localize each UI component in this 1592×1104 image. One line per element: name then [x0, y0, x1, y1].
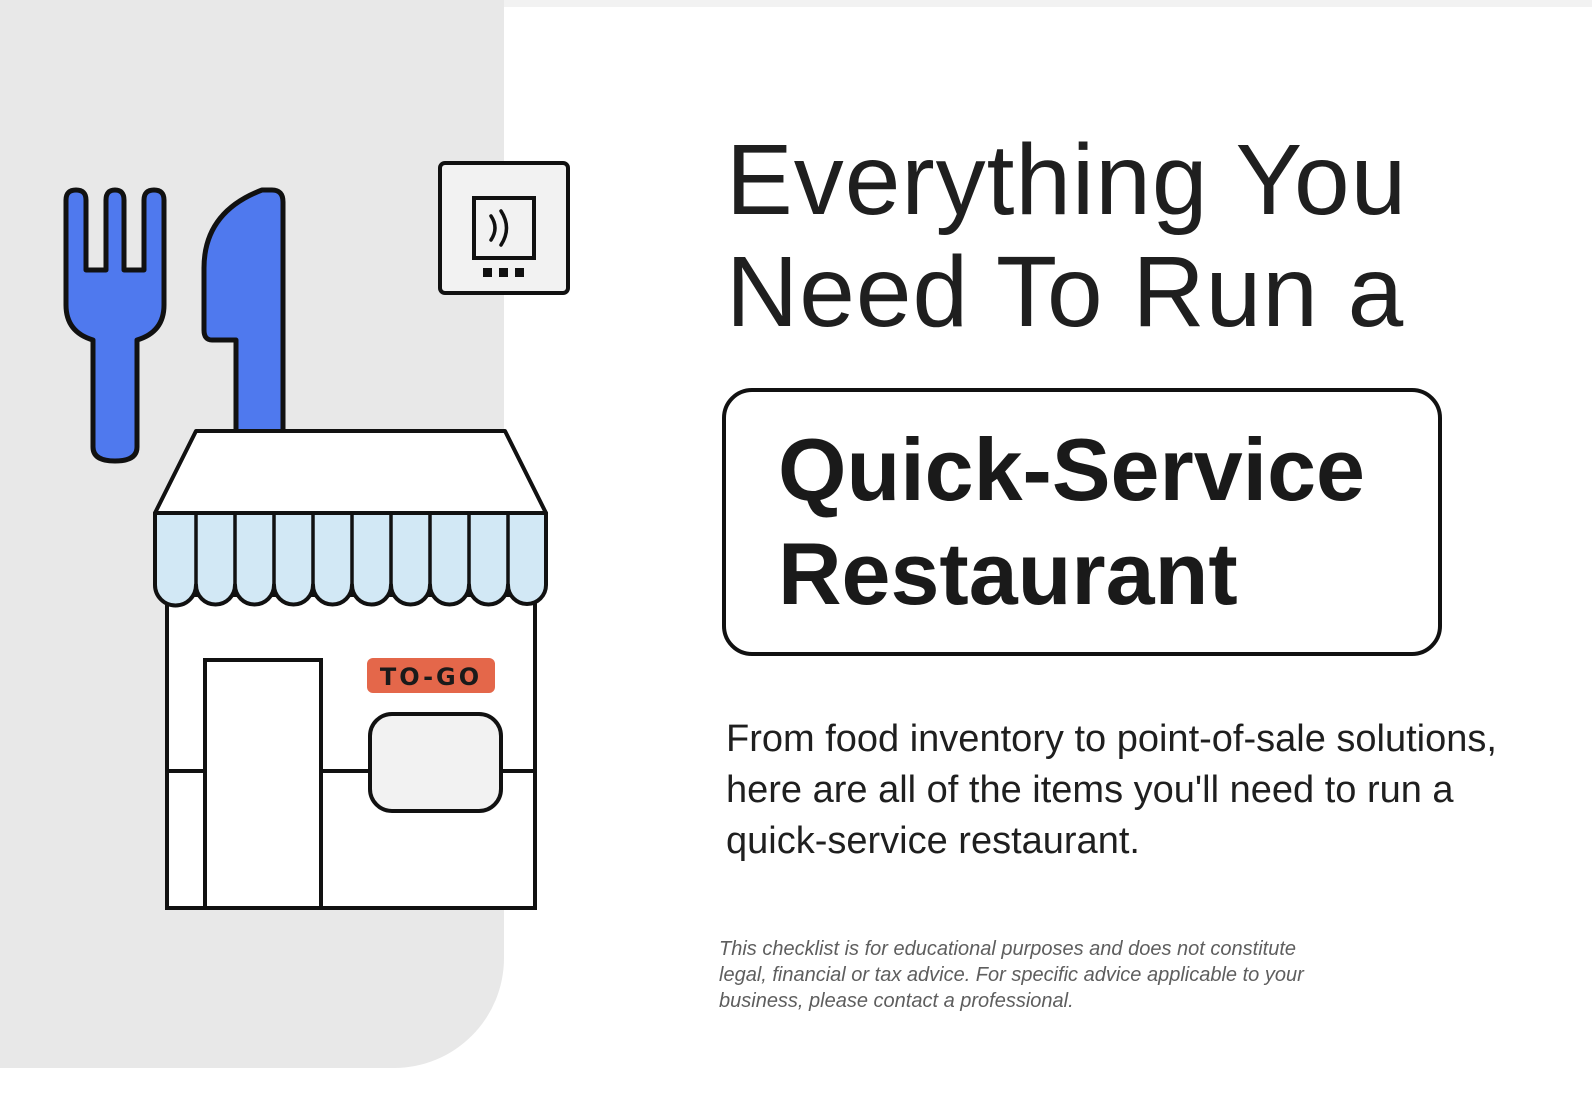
to-go-sign-label: TO-GO — [380, 663, 482, 691]
highlight-line-2: Restaurant — [778, 524, 1238, 623]
restaurant-illustration: TO-GO — [63, 161, 570, 910]
headline-line-2: Need To Run a — [726, 236, 1405, 348]
highlight-line-1: Quick-Service — [778, 420, 1365, 519]
headline-line-1: Everything You — [726, 124, 1408, 236]
top-rule — [0, 0, 1592, 7]
fork-icon — [63, 187, 167, 464]
highlight-title: Quick-Service Restaurant — [778, 418, 1365, 626]
knife-icon — [201, 187, 286, 464]
card-reader-icon — [438, 161, 570, 295]
headline: Everything You Need To Run a — [726, 124, 1407, 348]
storefront-icon: TO-GO — [153, 429, 548, 910]
disclaimer: This checklist is for educational purpos… — [719, 938, 1304, 1012]
highlight-box: Quick-Service Restaurant — [722, 388, 1442, 656]
description: From food inventory to point-of-sale sol… — [726, 718, 1497, 862]
